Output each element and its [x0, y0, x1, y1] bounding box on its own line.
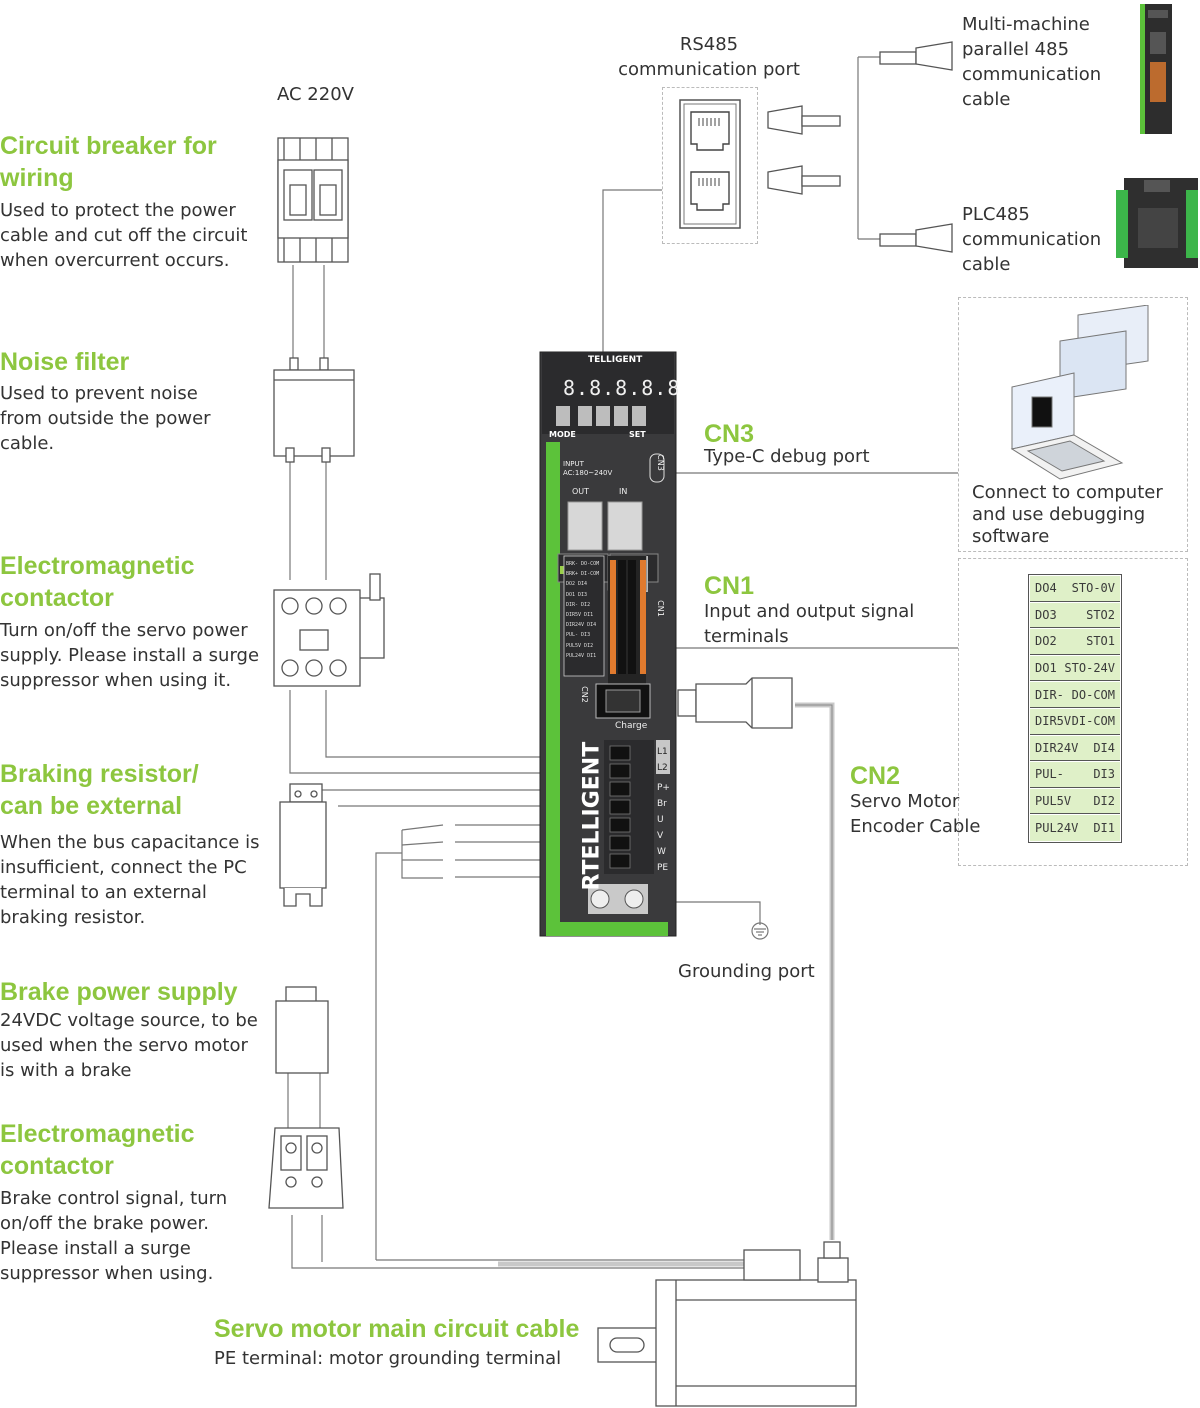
motor-cable-desc: PE terminal: motor grounding terminal: [214, 1348, 562, 1369]
cn1-pin-row: DIR-DO-COM: [1030, 682, 1120, 708]
servo-drive-thumbnail: [1140, 4, 1172, 134]
plc-thumbnail: [1116, 178, 1198, 268]
em-contactor-icon: [273, 573, 385, 687]
rs485-port-icon: [679, 99, 741, 229]
noise-filter-icon: [273, 357, 355, 463]
brake-power-title: Brake power supply: [0, 978, 238, 1006]
cn3-desc: Type-C debug port: [704, 446, 870, 467]
braking-resistor-title: Braking resistor/can be external: [0, 760, 199, 820]
servo-drive: [539, 351, 677, 937]
cn1-pin-row: PUL-DI3: [1030, 762, 1120, 788]
drive-display: 8.8.8.8.8: [563, 376, 681, 400]
rj45-plugs-icon: [767, 105, 841, 195]
rs485-port-box: [662, 87, 758, 244]
braking-resistor-icon: [279, 783, 327, 907]
cn1-table-box: [958, 558, 1188, 866]
drive-cn2-mark: CN2: [579, 686, 589, 703]
drive-cn3-mark: CN3: [655, 454, 665, 471]
cn3-title: CN3: [704, 420, 755, 448]
rj45-branch-plugs-icon: [879, 41, 953, 253]
noise-filter-title: Noise filter: [0, 348, 130, 376]
computer-box: [958, 297, 1188, 552]
motor-cable-title: Servo motor main circuit cable: [214, 1315, 580, 1343]
ac-power-label: AC 220V: [277, 84, 354, 105]
brake-power-icon: [275, 986, 329, 1074]
grounding-port-label: Grounding port: [678, 961, 815, 982]
circuit-breaker-icon: [277, 137, 349, 263]
drive-cn1-mark: CN1: [655, 600, 665, 617]
mode-key-label[interactable]: MODE: [549, 430, 576, 439]
drive-port-in: IN: [619, 487, 628, 496]
drive-port-out: OUT: [572, 487, 590, 496]
laptop-computer-icon: [1010, 305, 1149, 480]
cn1-title: CN1: [704, 572, 755, 600]
em-contactor-2-icon: [268, 1127, 344, 1209]
drive-charge-label: Charge: [615, 721, 648, 731]
servo-motor-icon: [597, 1241, 857, 1407]
encoder-connector-icon: [677, 677, 793, 729]
cn2-title: CN2: [850, 762, 901, 790]
set-key-label[interactable]: SET: [629, 430, 646, 439]
ground-symbol-icon: [751, 922, 769, 940]
drive-side-logo: RTELLIGENT: [579, 741, 605, 891]
drive-brand: TELLIGENT: [588, 355, 643, 365]
